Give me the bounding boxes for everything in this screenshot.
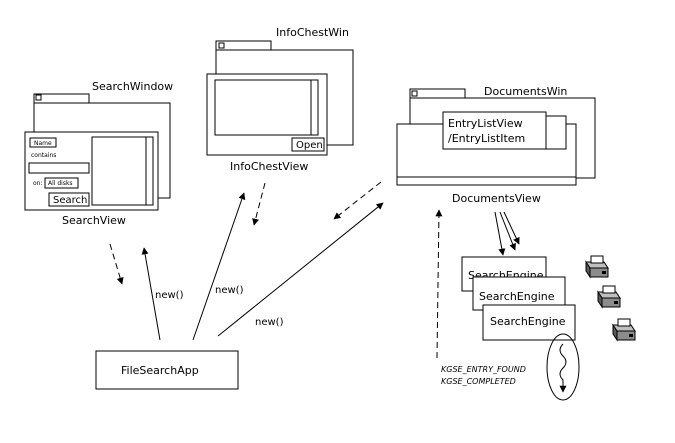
- on-label: on:: [33, 180, 43, 187]
- file-search-app: FileSearchApp: [95, 350, 239, 390]
- printer-icon: [612, 318, 636, 342]
- event-loop-squiggle: [559, 343, 567, 393]
- printer-icon: [585, 255, 609, 279]
- close-box-icon: [35, 94, 42, 101]
- search-window-title: SearchWindow: [92, 80, 173, 93]
- search-engines: SearchEngine SearchEngine SearchEngine: [461, 256, 576, 341]
- name-field-label-box: [29, 137, 57, 148]
- disks-value: All disks: [48, 180, 73, 187]
- search-window: SearchWindow Name contains on: All disks…: [24, 80, 173, 227]
- dashed-arrow-documentsview: [333, 181, 382, 220]
- search-engine-label: SearchEngine: [479, 290, 555, 303]
- search-button-label: Search: [53, 195, 87, 206]
- documents-window: DocumentsWin EntryListView /EntryListIte…: [396, 85, 596, 205]
- infochest-view-label: InfoChestView: [230, 160, 308, 173]
- file-search-app-box: [95, 350, 239, 390]
- event-completed: KGSE_COMPLETED: [441, 377, 516, 386]
- event-loop-ellipse: [546, 333, 580, 401]
- close-box-icon: [411, 90, 418, 97]
- name-label: Name: [34, 140, 52, 147]
- new-label-left: new(): [155, 290, 184, 301]
- infochest-window-title: InfoChestWin: [276, 26, 349, 39]
- close-box-icon: [218, 42, 225, 49]
- entry-list-line1: EntryListView: [448, 117, 523, 130]
- open-button[interactable]: [291, 137, 325, 152]
- documents-window-title: DocumentsWin: [484, 85, 567, 98]
- dashed-arrow-searchview: [109, 243, 124, 285]
- new-arrow-documentsview: [217, 202, 384, 337]
- arrow-engine-3: [503, 211, 520, 245]
- window-title-tab: [409, 88, 466, 99]
- entry-list-line2: /EntryListItem: [448, 132, 525, 145]
- entry-list-view[interactable]: [442, 111, 547, 150]
- search-view-label: SearchView: [62, 214, 126, 227]
- search-engine-label: SearchEngine: [490, 315, 566, 328]
- documents-view-label: DocumentsView: [452, 192, 541, 205]
- disks-select[interactable]: [44, 177, 79, 189]
- infochest-list[interactable]: [214, 79, 319, 136]
- new-label-middle: new(): [215, 285, 244, 296]
- contains-input[interactable]: [28, 162, 90, 174]
- open-button-label: Open: [296, 140, 323, 151]
- search-button[interactable]: [48, 192, 90, 207]
- dashed-arrow-events: [435, 209, 443, 359]
- dashed-arrow-infochestview: [252, 182, 266, 226]
- arrow-engine-2: [499, 211, 516, 251]
- event-loop: [546, 333, 580, 401]
- arrow-engine-1: [494, 211, 506, 256]
- printer-icon: [597, 285, 621, 309]
- contains-label: contains: [31, 152, 56, 159]
- new-arrow-infochestview: [192, 192, 246, 341]
- new-arrow-searchview: [141, 247, 161, 341]
- infochest-window: InfoChestWin Open InfoChestView: [206, 26, 354, 173]
- event-entry-found: KGSE_ENTRY_FOUND: [441, 365, 526, 374]
- new-label-right: new(): [255, 317, 284, 328]
- window-title-tab: [33, 93, 90, 104]
- file-search-app-label: FileSearchApp: [121, 364, 199, 377]
- results-list[interactable]: [91, 136, 154, 206]
